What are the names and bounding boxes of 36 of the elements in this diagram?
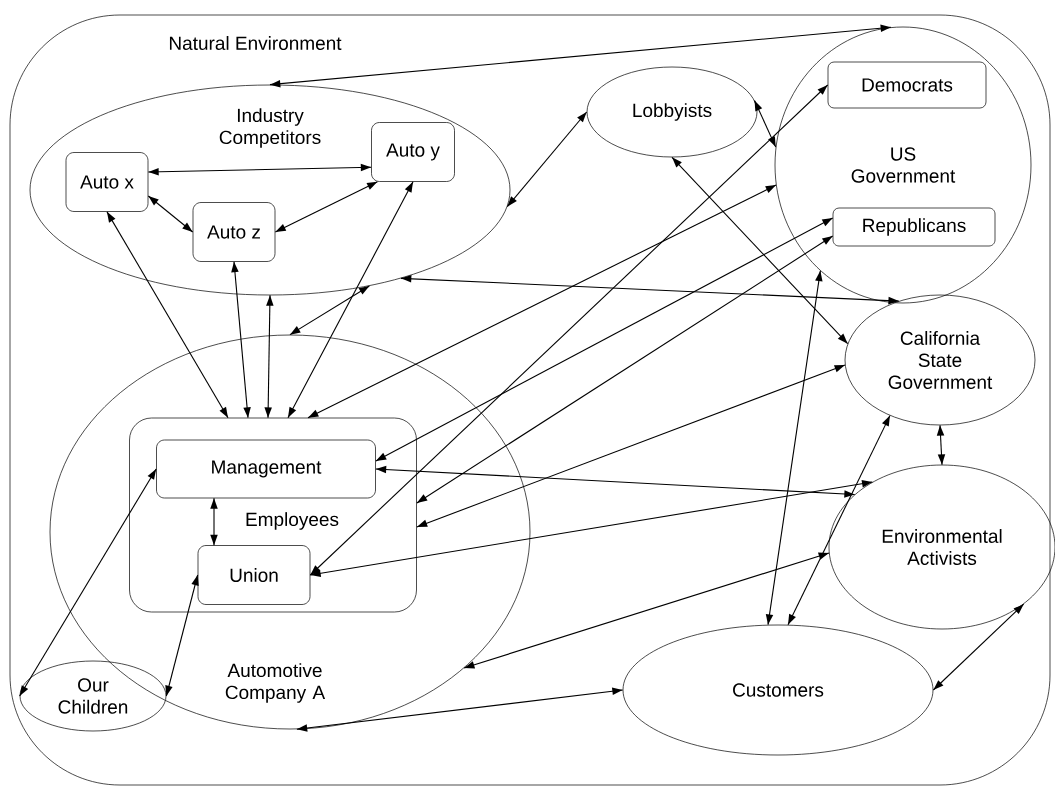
- arrow: [936, 424, 946, 466]
- arrow: [671, 156, 849, 345]
- entity-box: Democrats: [827, 61, 987, 109]
- arrow: [375, 217, 834, 462]
- arrow: [932, 603, 1025, 691]
- arrow: [463, 552, 830, 669]
- arrow: [231, 261, 251, 419]
- arrow: [274, 181, 378, 233]
- arrow: [787, 415, 891, 626]
- entity-box: Republicans: [832, 207, 996, 247]
- arrow: [506, 111, 588, 208]
- arrow: [765, 270, 823, 626]
- arrow: [753, 99, 777, 148]
- arrow: [416, 235, 834, 504]
- arrow: [287, 181, 414, 419]
- arrow: [19, 468, 157, 697]
- arrow: [416, 364, 846, 528]
- arrow: [269, 24, 892, 88]
- arrow: [296, 687, 624, 732]
- arrow: [210, 497, 218, 546]
- arrow: [147, 163, 372, 176]
- arrow: [106, 211, 229, 419]
- arrow: [147, 195, 194, 233]
- arrow: [400, 275, 900, 305]
- arrow: [309, 480, 873, 578]
- entity-box: Auto y: [371, 122, 455, 182]
- entity-box: Union: [197, 545, 311, 605]
- arrow: [289, 285, 370, 336]
- entity-box: Auto x: [65, 152, 149, 212]
- entity-box: Auto z: [192, 202, 276, 262]
- arrow: [309, 84, 829, 576]
- arrow: [307, 184, 777, 419]
- arrow: [165, 574, 199, 697]
- arrow: [375, 465, 856, 498]
- arrow: [264, 294, 274, 419]
- entity-box: Management: [156, 439, 376, 499]
